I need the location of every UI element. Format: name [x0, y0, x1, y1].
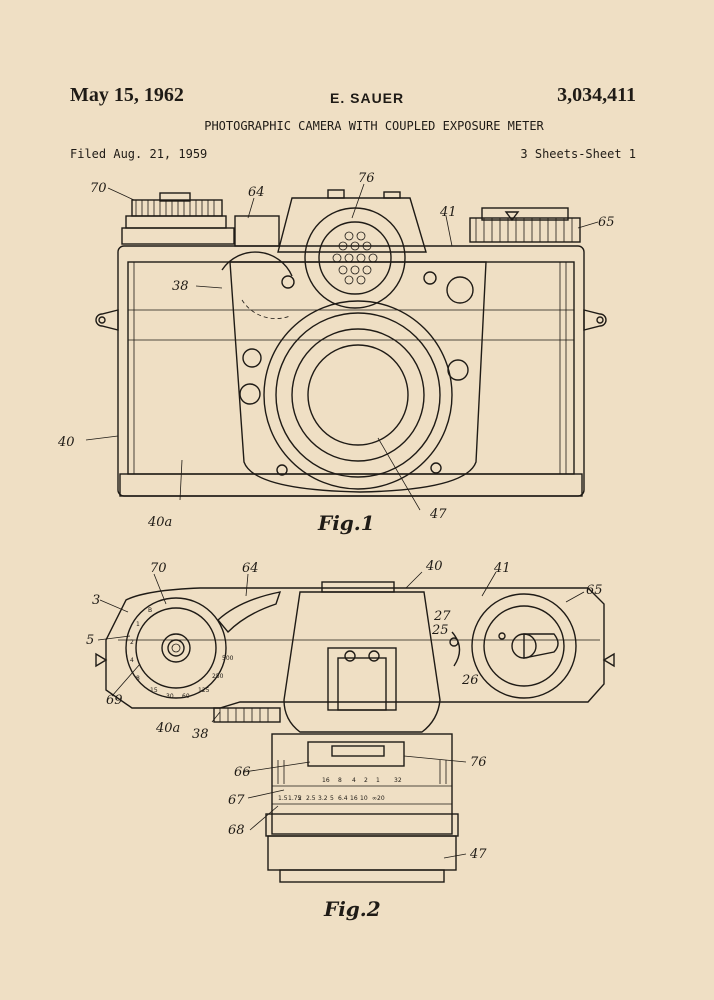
dial-number: 4 — [130, 657, 134, 664]
ref-numeral: 70 — [150, 561, 167, 576]
lens-scale-number: 32 — [394, 777, 402, 784]
dial-number: B — [148, 607, 152, 614]
figure-1-label: Fig.1 — [317, 511, 375, 535]
ref-numeral: 66 — [234, 765, 251, 780]
ref-numeral: 70 — [90, 181, 107, 196]
ref-numeral: 64 — [248, 185, 265, 200]
ref-numeral: 65 — [598, 215, 615, 230]
dial-number: 250 — [212, 673, 224, 680]
ref-numeral: 25 — [431, 623, 449, 638]
ref-numeral: 40 — [57, 435, 75, 450]
dial-number: 500 — [222, 655, 234, 662]
ref-numeral: 38 — [192, 727, 209, 742]
ref-numeral: 40a — [155, 721, 180, 736]
sheet-count: 3 Sheets-Sheet 1 — [520, 147, 636, 161]
patent-date: May 15, 1962 — [70, 84, 184, 106]
dial-number: 1 — [136, 621, 140, 628]
filed-date: Filed Aug. 21, 1959 — [70, 147, 208, 161]
dial-number: 60 — [182, 693, 190, 700]
ref-numeral: 26 — [461, 673, 479, 688]
lens-scale2-number: 10 — [360, 795, 368, 802]
ref-numeral: 47 — [469, 847, 487, 862]
ref-numeral: 38 — [172, 279, 189, 294]
ref-numeral: 5 — [86, 633, 94, 648]
ref-numeral: 47 — [429, 507, 447, 522]
patent-number: 3,034,411 — [557, 84, 636, 106]
dial-number: 2 — [130, 639, 134, 646]
lens-scale2-number: 3.2 — [318, 795, 328, 802]
patent-title: PHOTOGRAPHIC CAMERA WITH COUPLED EXPOSUR… — [204, 119, 544, 133]
inventor-name: E. SAUER — [330, 90, 405, 106]
lens-scale2-number: 16 — [350, 795, 358, 802]
ref-numeral: 3 — [92, 593, 100, 608]
figure-2-camera-top — [95, 571, 615, 883]
ref-numeral: 68 — [228, 823, 245, 838]
figure-1-camera-front — [85, 183, 607, 511]
dial-number: 30 — [166, 693, 174, 700]
lens-scale2-number: 2 — [298, 795, 302, 802]
ref-numeral: 64 — [242, 561, 259, 576]
lens-scale-number: 8 — [338, 777, 342, 784]
lens-scale-number: 16 — [322, 777, 330, 784]
ref-numeral: 67 — [228, 793, 245, 808]
dial-number: 8 — [136, 675, 140, 682]
ref-numeral: 40a — [147, 515, 172, 530]
lens-scale-number: 2 — [364, 777, 368, 784]
ref-numeral: 76 — [470, 755, 487, 770]
ref-numeral: 65 — [586, 583, 603, 598]
ref-numeral: 27 — [433, 609, 451, 624]
figure-2-label: Fig.2 — [323, 897, 381, 921]
lens-scale2-number: 1.75 — [288, 795, 302, 802]
lens-scale2-number: 5 — [330, 795, 334, 802]
lens-scale-number: 1 — [376, 777, 380, 784]
ref-numeral: 41 — [493, 561, 511, 576]
lens-scale-number: 4 — [352, 777, 356, 784]
ref-numeral: 69 — [106, 693, 123, 708]
lens-scale2-number: 1.5 — [278, 795, 288, 802]
ref-numeral: 76 — [358, 171, 375, 186]
lens-scale2-number: 2.5 — [306, 795, 316, 802]
ref-numeral: 40 — [425, 559, 443, 574]
dial-number: 15 — [150, 687, 158, 694]
dial-number: 125 — [198, 687, 210, 694]
lens-scale2-number: 6.4 — [338, 795, 348, 802]
ref-numeral: 41 — [439, 205, 457, 220]
lens-scale2-number: ∞20 — [372, 795, 385, 802]
